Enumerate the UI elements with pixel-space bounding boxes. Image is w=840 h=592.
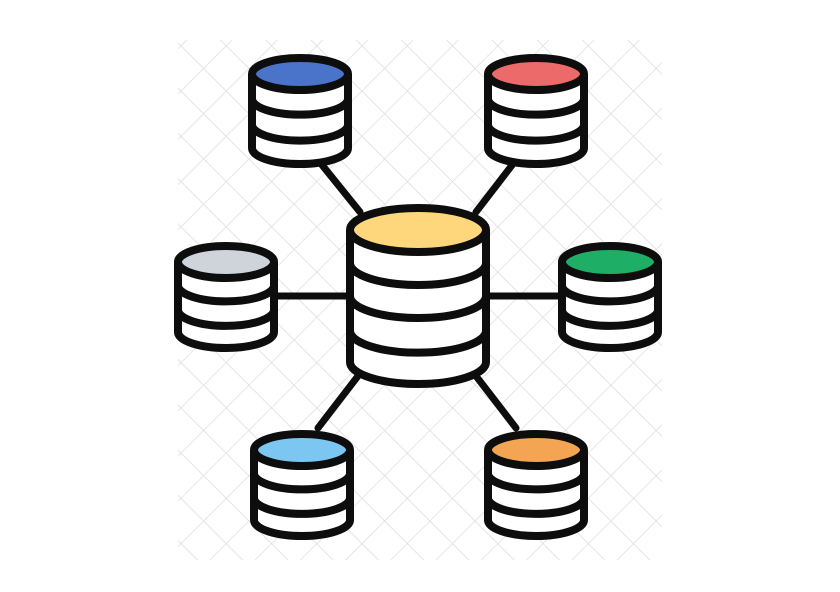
cylinder-top	[174, 242, 278, 282]
gray-database-icon	[174, 242, 278, 352]
cylinder-band	[484, 497, 588, 518]
cylinder-band	[250, 472, 354, 494]
lightblue-database-icon	[250, 430, 354, 540]
connector-lines	[272, 156, 564, 432]
cylinder-band	[558, 309, 662, 330]
cylinder-band	[484, 123, 588, 145]
connector-line	[314, 156, 364, 216]
cylinder-top	[250, 430, 354, 470]
cylinder-top	[484, 430, 588, 470]
cylinder-top	[484, 54, 588, 94]
cylinder-band	[558, 284, 662, 306]
cylinder-top	[558, 242, 662, 282]
cylinder-band	[248, 98, 352, 119]
cylinder-top	[346, 204, 490, 256]
blue-database-icon	[248, 54, 352, 168]
cylinder-band	[174, 309, 278, 330]
cylinder-band	[248, 123, 352, 145]
cylinder-body	[346, 230, 490, 388]
cylinder-top	[248, 54, 352, 94]
cylinder-band	[484, 98, 588, 119]
cylinder-band	[346, 330, 490, 357]
cylinder-band	[174, 284, 278, 306]
connector-line	[472, 372, 520, 432]
database-nodes	[174, 54, 662, 540]
green-database-icon	[558, 242, 662, 352]
orange-database-icon	[484, 430, 588, 540]
connector-line	[472, 156, 520, 216]
cylinder-band	[346, 262, 490, 289]
cylinder-band	[250, 497, 354, 518]
cylinder-band	[346, 295, 490, 322]
connector-line	[314, 372, 362, 432]
cylinder-band	[484, 472, 588, 494]
central-database-icon	[346, 204, 490, 388]
red-database-icon	[484, 54, 588, 168]
